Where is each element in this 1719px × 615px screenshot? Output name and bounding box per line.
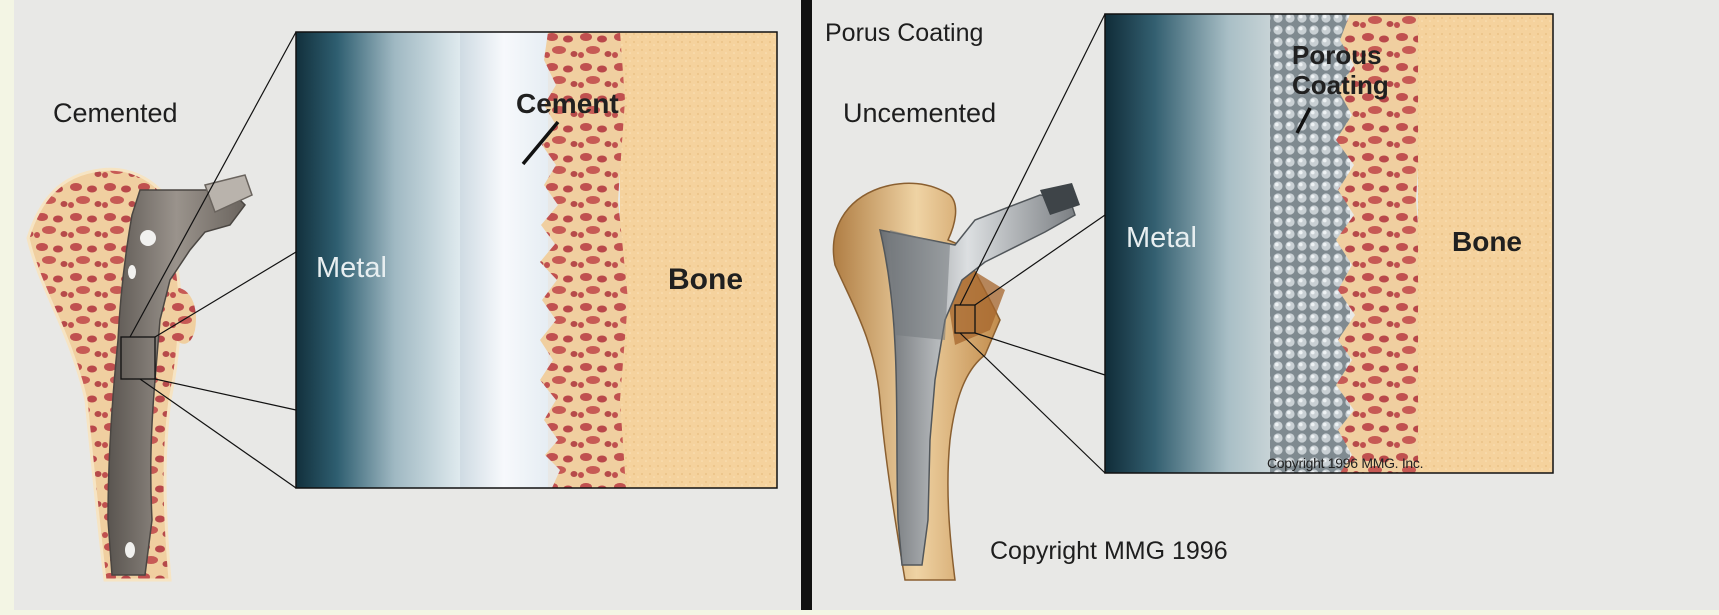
right-bone-label: Bone: [1452, 226, 1522, 258]
porus-coating-header: Porus Coating: [825, 19, 983, 48]
porous-coating-label-line2: Coating: [1292, 70, 1389, 100]
uncemented-title: Uncemented: [843, 98, 996, 129]
cortical-bone-layer: [620, 32, 777, 488]
left-bone-label: Bone: [668, 263, 743, 297]
zoom-copyright: Copyright 1996 MMG. Inc.: [1267, 455, 1423, 471]
right-metal-label: Metal: [1126, 222, 1197, 255]
cemented-title: Cemented: [53, 98, 178, 129]
copyright-text: Copyright MMG 1996: [990, 537, 1228, 566]
cement-label: Cement: [516, 88, 619, 120]
porous-coating-label: Porous Coating: [1292, 40, 1389, 100]
porous-coating-label-line1: Porous: [1292, 40, 1389, 70]
left-metal-label: Metal: [316, 252, 387, 285]
panel-divider: [801, 0, 812, 610]
